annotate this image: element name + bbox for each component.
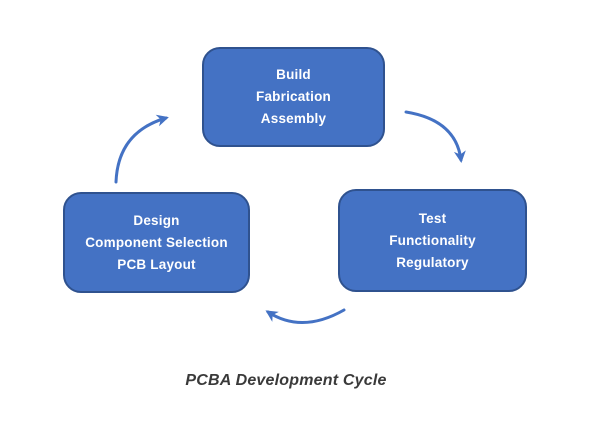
arrow-test-to-design (265, 308, 346, 324)
node-design-line-2: Component Selection (85, 234, 228, 250)
node-design-box: Design Component Selection PCB Layout (63, 192, 250, 293)
node-test-line-3: Regulatory (396, 254, 469, 270)
diagram-caption: PCBA Development Cycle (185, 372, 387, 389)
node-test-box: Test Functionality Regulatory (338, 189, 527, 292)
node-design-line-1: Design (133, 212, 180, 228)
node-test-line-2: Functionality (389, 232, 476, 248)
node-build-line-3: Assembly (260, 111, 327, 126)
node-test-line-1: Test (418, 210, 447, 226)
arrow-build-to-test (404, 110, 466, 163)
node-build-line-2: Fabrication (256, 89, 331, 104)
node-design-line-3: PCB Layout (117, 256, 196, 272)
node-build-line-1: Build (276, 67, 311, 82)
node-build-box: Build Fabrication Assembly (202, 47, 385, 147)
arrow-design-to-build (114, 114, 169, 184)
